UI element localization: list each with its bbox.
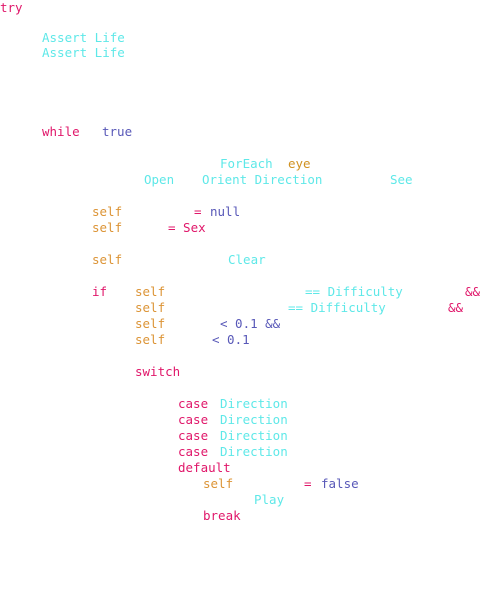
and-operator: && <box>465 284 481 299</box>
condition-difficulty: == Difficulty <box>305 284 403 299</box>
play-call: Play <box>254 492 285 507</box>
self-keyword: self <box>92 204 123 219</box>
self-keyword: self <box>135 316 166 331</box>
case-direction: Direction <box>220 412 288 427</box>
case-direction: Direction <box>220 444 288 459</box>
switch-keyword: switch <box>135 364 181 379</box>
assign-sex: = Sex <box>168 220 206 235</box>
assign-operator: = <box>194 204 202 219</box>
foreach-variable: eye <box>288 156 311 171</box>
assert-call: Assert Life <box>42 45 125 60</box>
condition-difficulty: == Difficulty <box>288 300 386 315</box>
assert-call: Assert Life <box>42 30 125 45</box>
case-keyword: case <box>178 412 209 427</box>
try-keyword: try <box>0 0 23 15</box>
while-condition: true <box>102 124 133 139</box>
clear-call: Clear <box>228 252 266 267</box>
self-keyword: self <box>135 300 166 315</box>
see-call: See <box>390 172 413 187</box>
condition-threshold: < 0.1 && <box>220 316 281 331</box>
break-keyword: break <box>203 508 241 523</box>
default-keyword: default <box>178 460 231 475</box>
self-keyword: self <box>135 332 166 347</box>
open-call: Open <box>144 172 175 187</box>
case-direction: Direction <box>220 396 288 411</box>
case-keyword: case <box>178 396 209 411</box>
self-keyword: self <box>135 284 166 299</box>
case-keyword: case <box>178 428 209 443</box>
and-operator: && <box>448 300 464 315</box>
self-keyword: self <box>92 220 123 235</box>
case-direction: Direction <box>220 428 288 443</box>
assign-operator: = <box>304 476 312 491</box>
self-keyword: self <box>92 252 123 267</box>
while-keyword: while <box>42 124 80 139</box>
orient-direction-call: Orient Direction <box>202 172 323 187</box>
foreach-call: ForEach <box>220 156 273 171</box>
self-keyword: self <box>203 476 234 491</box>
null-literal: null <box>210 204 241 219</box>
if-keyword: if <box>92 284 108 299</box>
case-keyword: case <box>178 444 209 459</box>
false-literal: false <box>321 476 359 491</box>
condition-threshold: < 0.1 <box>212 332 250 347</box>
